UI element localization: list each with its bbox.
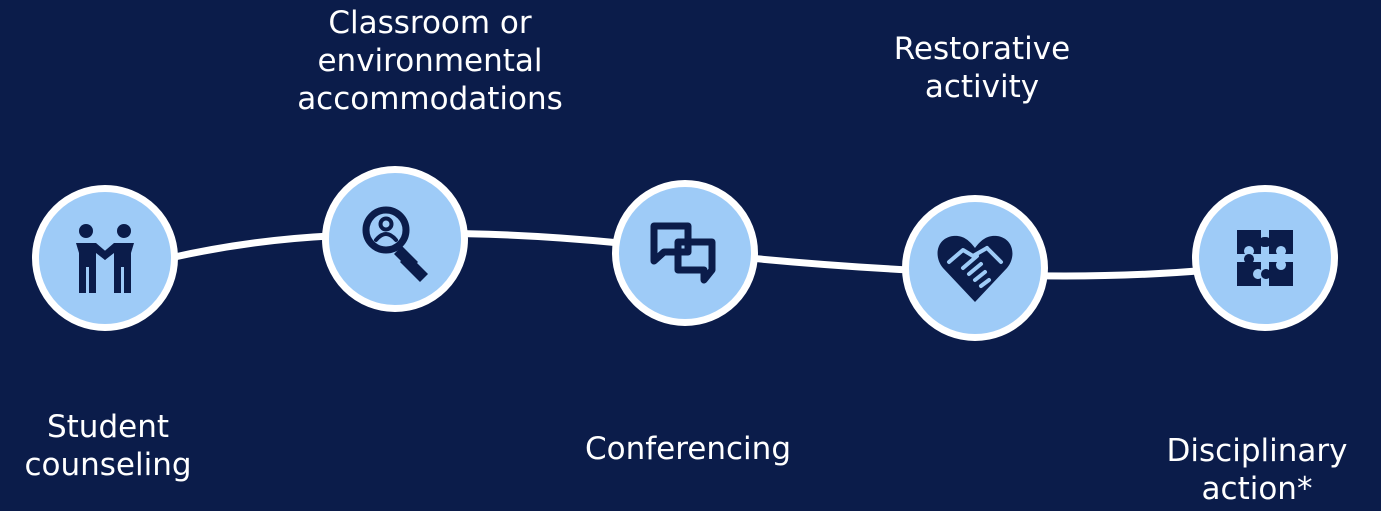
heart-handshake-icon <box>933 226 1017 310</box>
step-node-classroom-accommodations <box>322 166 468 312</box>
step-label-restorative-activity: Restorative activity <box>893 31 1071 105</box>
search-person-icon <box>352 196 438 282</box>
step-node-disciplinary-action <box>1192 185 1338 331</box>
puzzle-pieces-icon <box>1233 226 1297 290</box>
step-node-student-counseling <box>32 185 178 331</box>
two-people-handshake-icon <box>66 219 144 297</box>
step-label-conferencing: Conferencing <box>584 431 791 467</box>
chat-bubbles-icon <box>644 212 726 294</box>
step-node-restorative-activity <box>902 195 1048 341</box>
step-label-classroom-accommodations: Classroom or environmental accommodation… <box>297 5 563 117</box>
step-node-conferencing <box>612 180 758 326</box>
step-label-student-counseling: Student counseling <box>24 409 192 483</box>
step-label-disciplinary-action: Disciplinary action* <box>1166 433 1348 507</box>
